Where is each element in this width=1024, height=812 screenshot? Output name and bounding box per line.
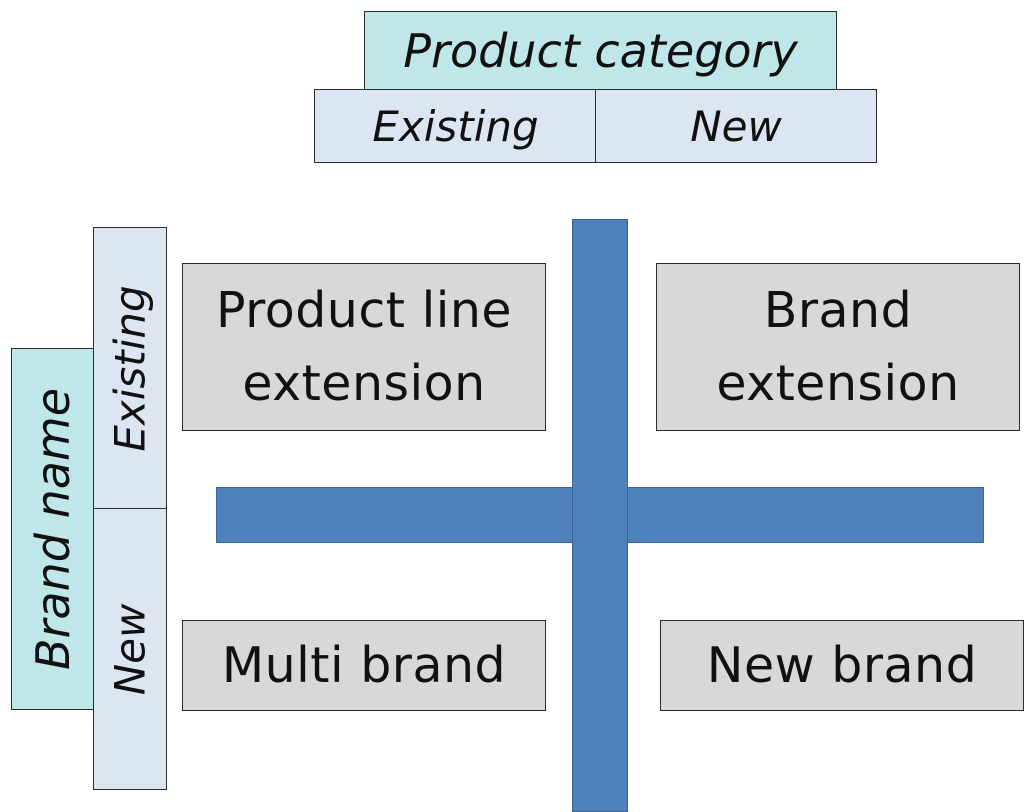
brand-extension-line1: Brand bbox=[763, 281, 913, 339]
product-category-label: Product category bbox=[403, 23, 798, 78]
cross-vertical-bar bbox=[572, 219, 628, 812]
product-line-extension-line2: extension bbox=[242, 355, 486, 412]
product-category-existing-cell: Existing bbox=[314, 89, 597, 163]
product-line-extension-cell: Product line extension bbox=[182, 263, 546, 431]
brand-name-existing-cell: Existing bbox=[93, 227, 167, 510]
brand-name-label: Brand name bbox=[26, 387, 80, 671]
product-category-new-label: New bbox=[690, 101, 782, 151]
multi-brand-cell: Multi brand bbox=[182, 620, 546, 711]
product-category-header: Product category bbox=[364, 11, 837, 90]
brand-name-existing-label: Existing bbox=[105, 285, 155, 452]
brand-extension-cell: Brand extension bbox=[656, 263, 1020, 431]
new-brand-label: New brand bbox=[706, 636, 978, 694]
product-category-existing-label: Existing bbox=[372, 101, 539, 151]
brand-name-header: Brand name bbox=[11, 348, 95, 710]
product-line-extension-line1: Product line bbox=[215, 281, 513, 339]
new-brand-cell: New brand bbox=[660, 620, 1024, 711]
product-category-new-cell: New bbox=[595, 89, 877, 163]
multi-brand-label: Multi brand bbox=[221, 636, 507, 694]
brand-name-new-label: New bbox=[105, 603, 155, 695]
brand-extension-line2: extension bbox=[716, 355, 960, 412]
brand-name-new-cell: New bbox=[93, 508, 167, 790]
